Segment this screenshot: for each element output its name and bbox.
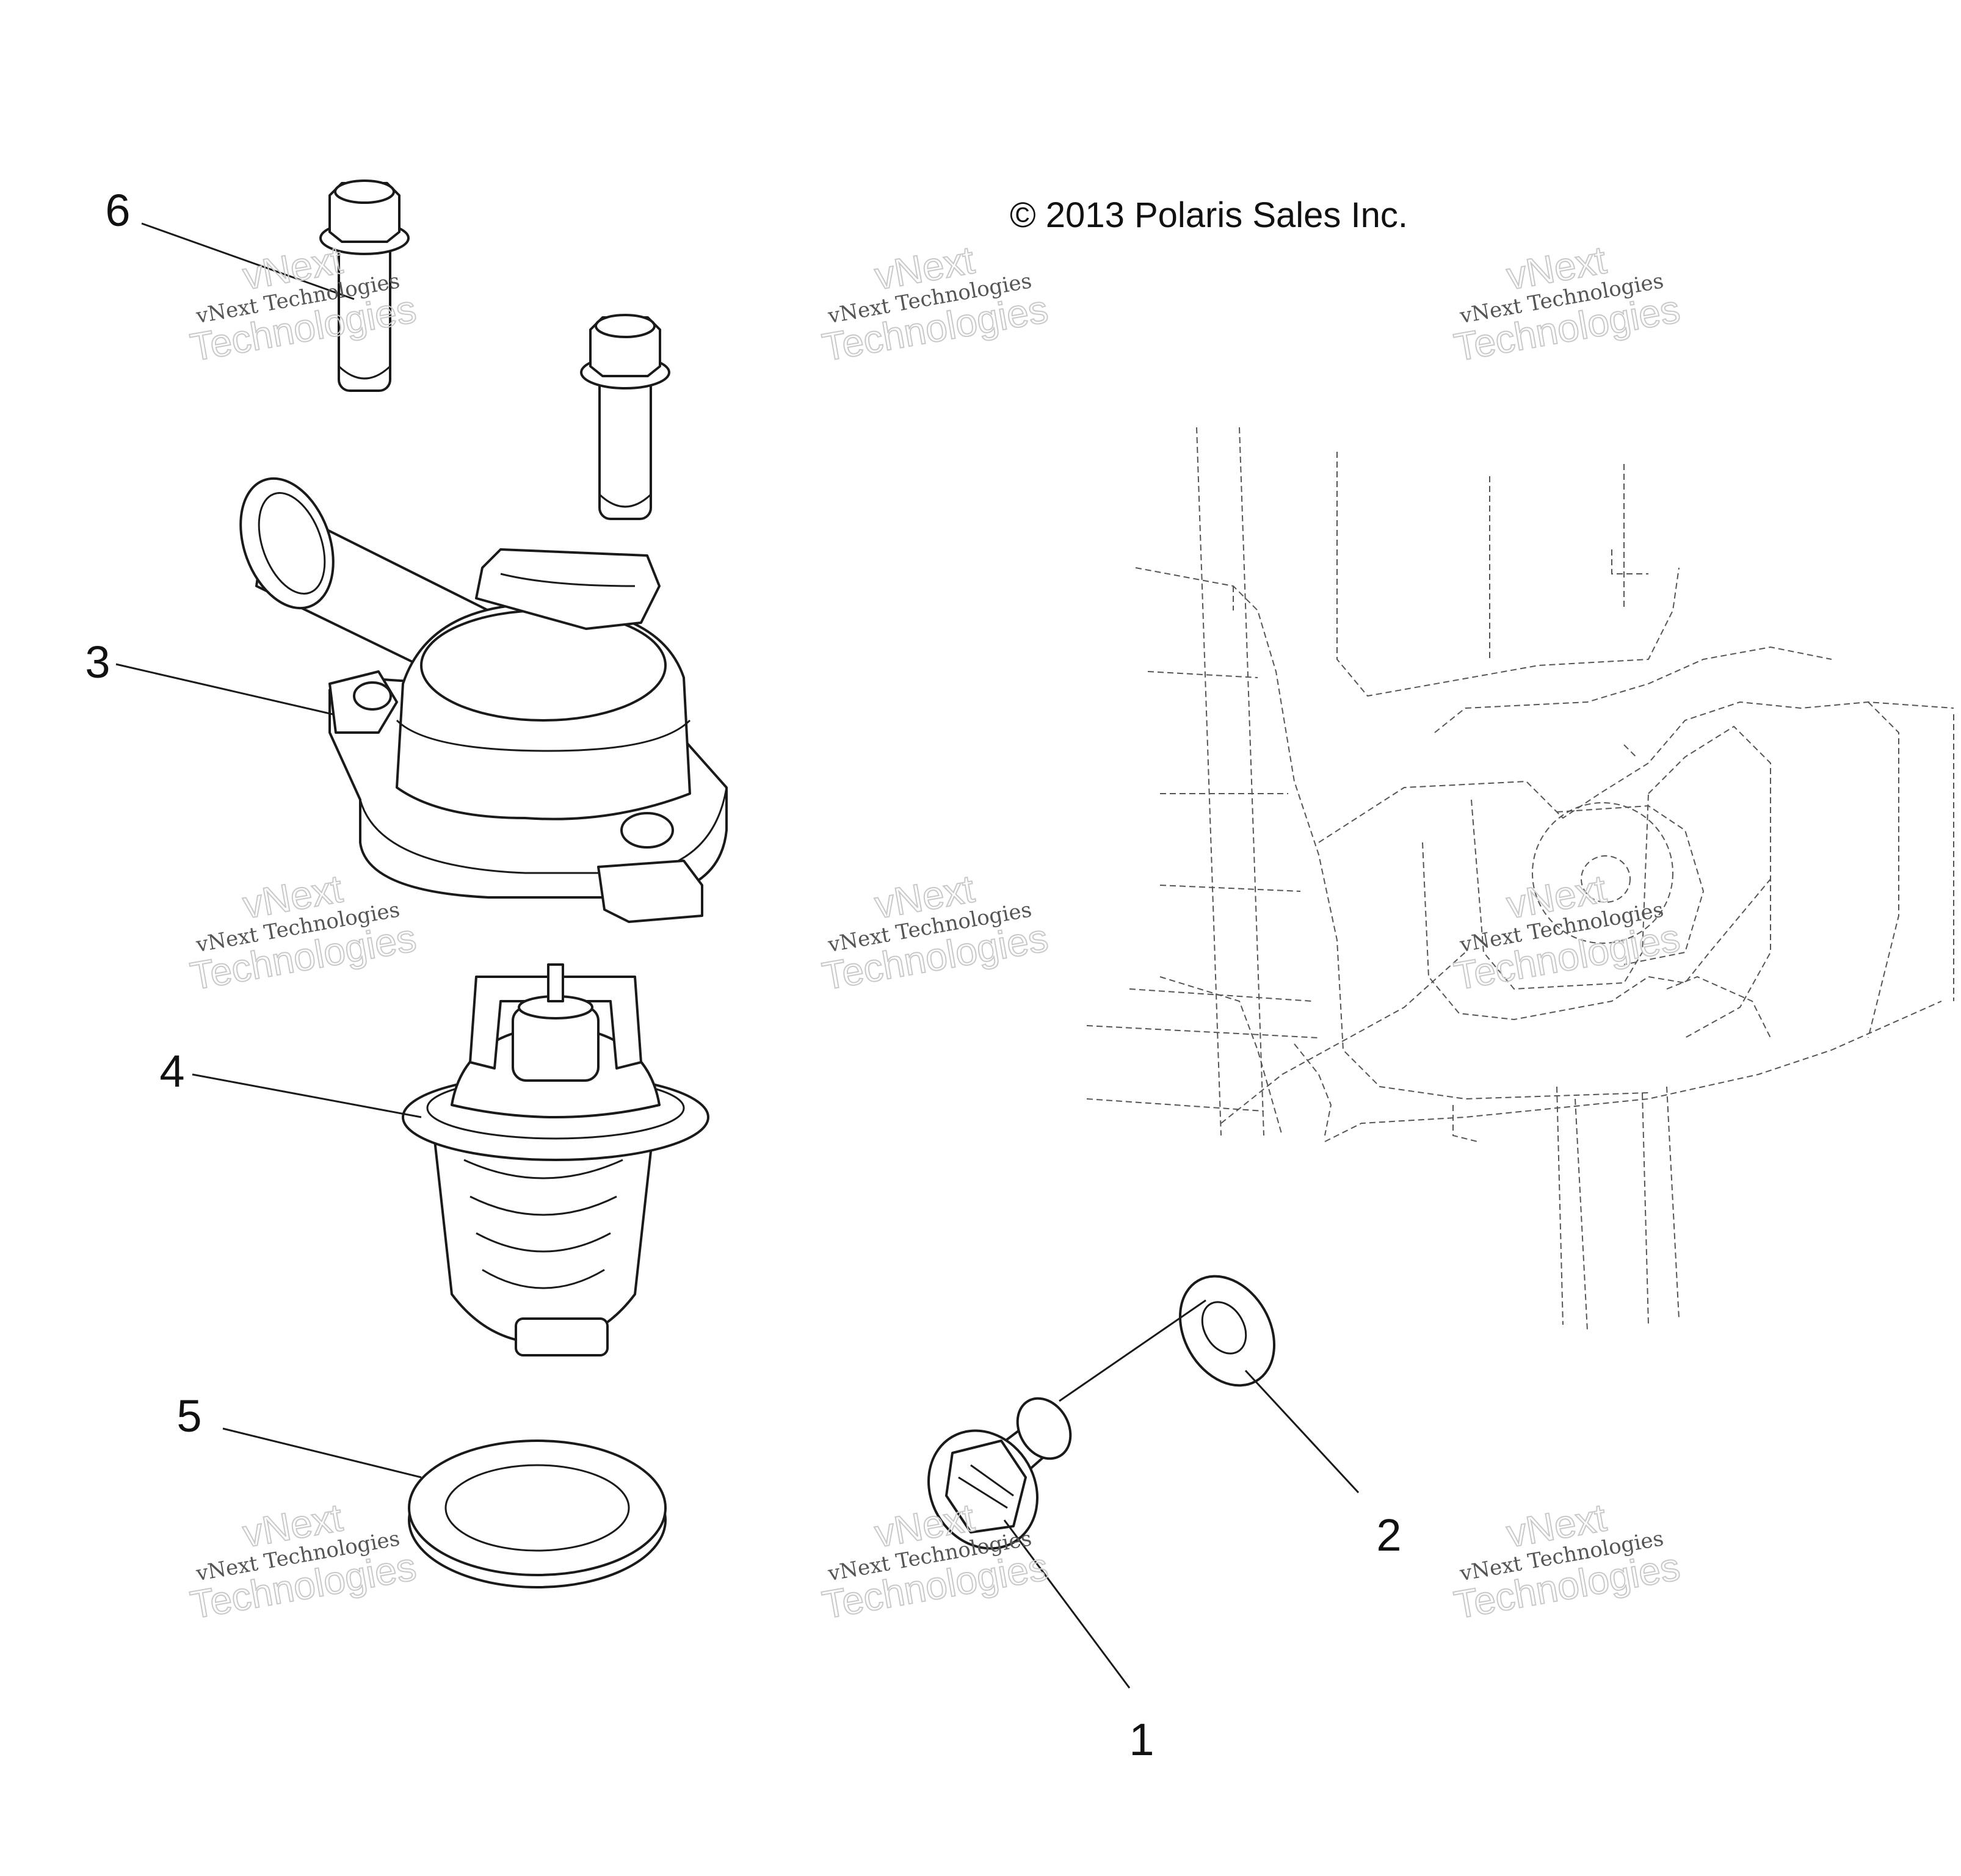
copyright-text: © 2013 Polaris Sales Inc. bbox=[1010, 195, 1408, 235]
part-4-thermostat bbox=[402, 963, 709, 1356]
watermark: vNext vNext Technologies Technologies bbox=[818, 237, 1051, 370]
watermarks: vNext vNext Technologies Technologies vN… bbox=[186, 237, 1683, 1628]
watermark: vNext vNext Technologies Technologies bbox=[1450, 1494, 1683, 1628]
leader-lines bbox=[115, 222, 1360, 1689]
callout-4: 4 bbox=[159, 1046, 184, 1096]
callout-3: 3 bbox=[85, 637, 110, 687]
part-6-bolt-a bbox=[319, 179, 410, 392]
watermark: vNext vNext Technologies Technologies bbox=[818, 866, 1051, 999]
watermark: vNext vNext Technologies Technologies bbox=[1450, 237, 1683, 370]
callout-2: 2 bbox=[1376, 1510, 1401, 1560]
callout-5: 5 bbox=[176, 1391, 201, 1441]
callout-6: 6 bbox=[105, 185, 130, 236]
part-5-seal bbox=[408, 1440, 667, 1588]
watermark: vNext vNext Technologies Technologies bbox=[186, 1494, 419, 1628]
engine-housing-context bbox=[1086, 427, 1954, 1331]
watermark: vNext vNext Technologies Technologies bbox=[1450, 866, 1683, 999]
part-2-washer bbox=[1178, 1275, 1276, 1387]
part-6-bolt-b bbox=[580, 314, 670, 520]
part-3-thermostat-housing bbox=[239, 477, 728, 923]
callout-1: 1 bbox=[1129, 1714, 1154, 1765]
part-1-screw bbox=[927, 1397, 1072, 1550]
watermark: vNext vNext Technologies Technologies bbox=[186, 866, 419, 999]
